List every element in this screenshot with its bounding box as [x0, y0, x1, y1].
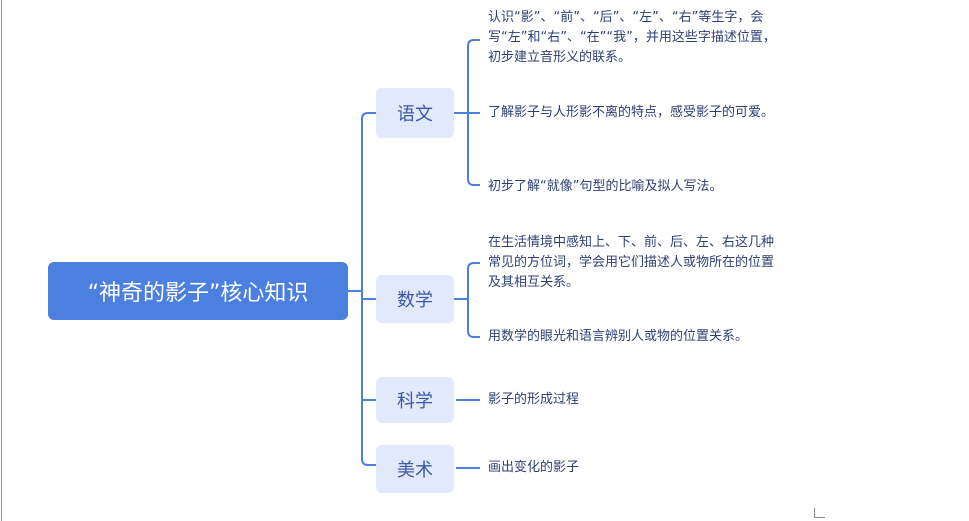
leaf-chinese-1[interactable]: 认识“影”、“前”、“后”、“左”、“右”等生字，会写“左”和“右”、“在”“我… [488, 10, 776, 65]
branch-math[interactable]: 数学 [376, 275, 454, 323]
leaf-math-1[interactable]: 在生活情境中感知上、下、前、后、左、右这几种常见的方位词，学会用它们描述人或物所… [488, 235, 775, 290]
leaf-art-1[interactable]: 画出变化的影子 [488, 460, 580, 475]
paragraph-mark-icon [814, 508, 825, 518]
leaf-math-2[interactable]: 用数学的眼光和语言辨别人或物的位置关系。 [488, 329, 749, 344]
page-edge [1, 0, 2, 521]
branch-art[interactable]: 美术 [376, 445, 454, 493]
leaf-science-1[interactable]: 影子的形成过程 [488, 392, 580, 407]
branch-chinese[interactable]: 语文 [376, 88, 454, 138]
branch-spine [361, 112, 376, 466]
root-node[interactable]: “神奇的影子”核心知识 [48, 262, 348, 320]
bracket-chinese [454, 39, 480, 186]
leaf-chinese-3[interactable]: 初步了解“就像”句型的比喻及拟人写法。 [488, 179, 723, 194]
branch-science[interactable]: 科学 [376, 377, 454, 423]
leaf-chinese-2[interactable]: 了解影子与人形影不离的特点，感受影子的可爱。 [488, 105, 775, 120]
bracket-math [454, 262, 480, 338]
